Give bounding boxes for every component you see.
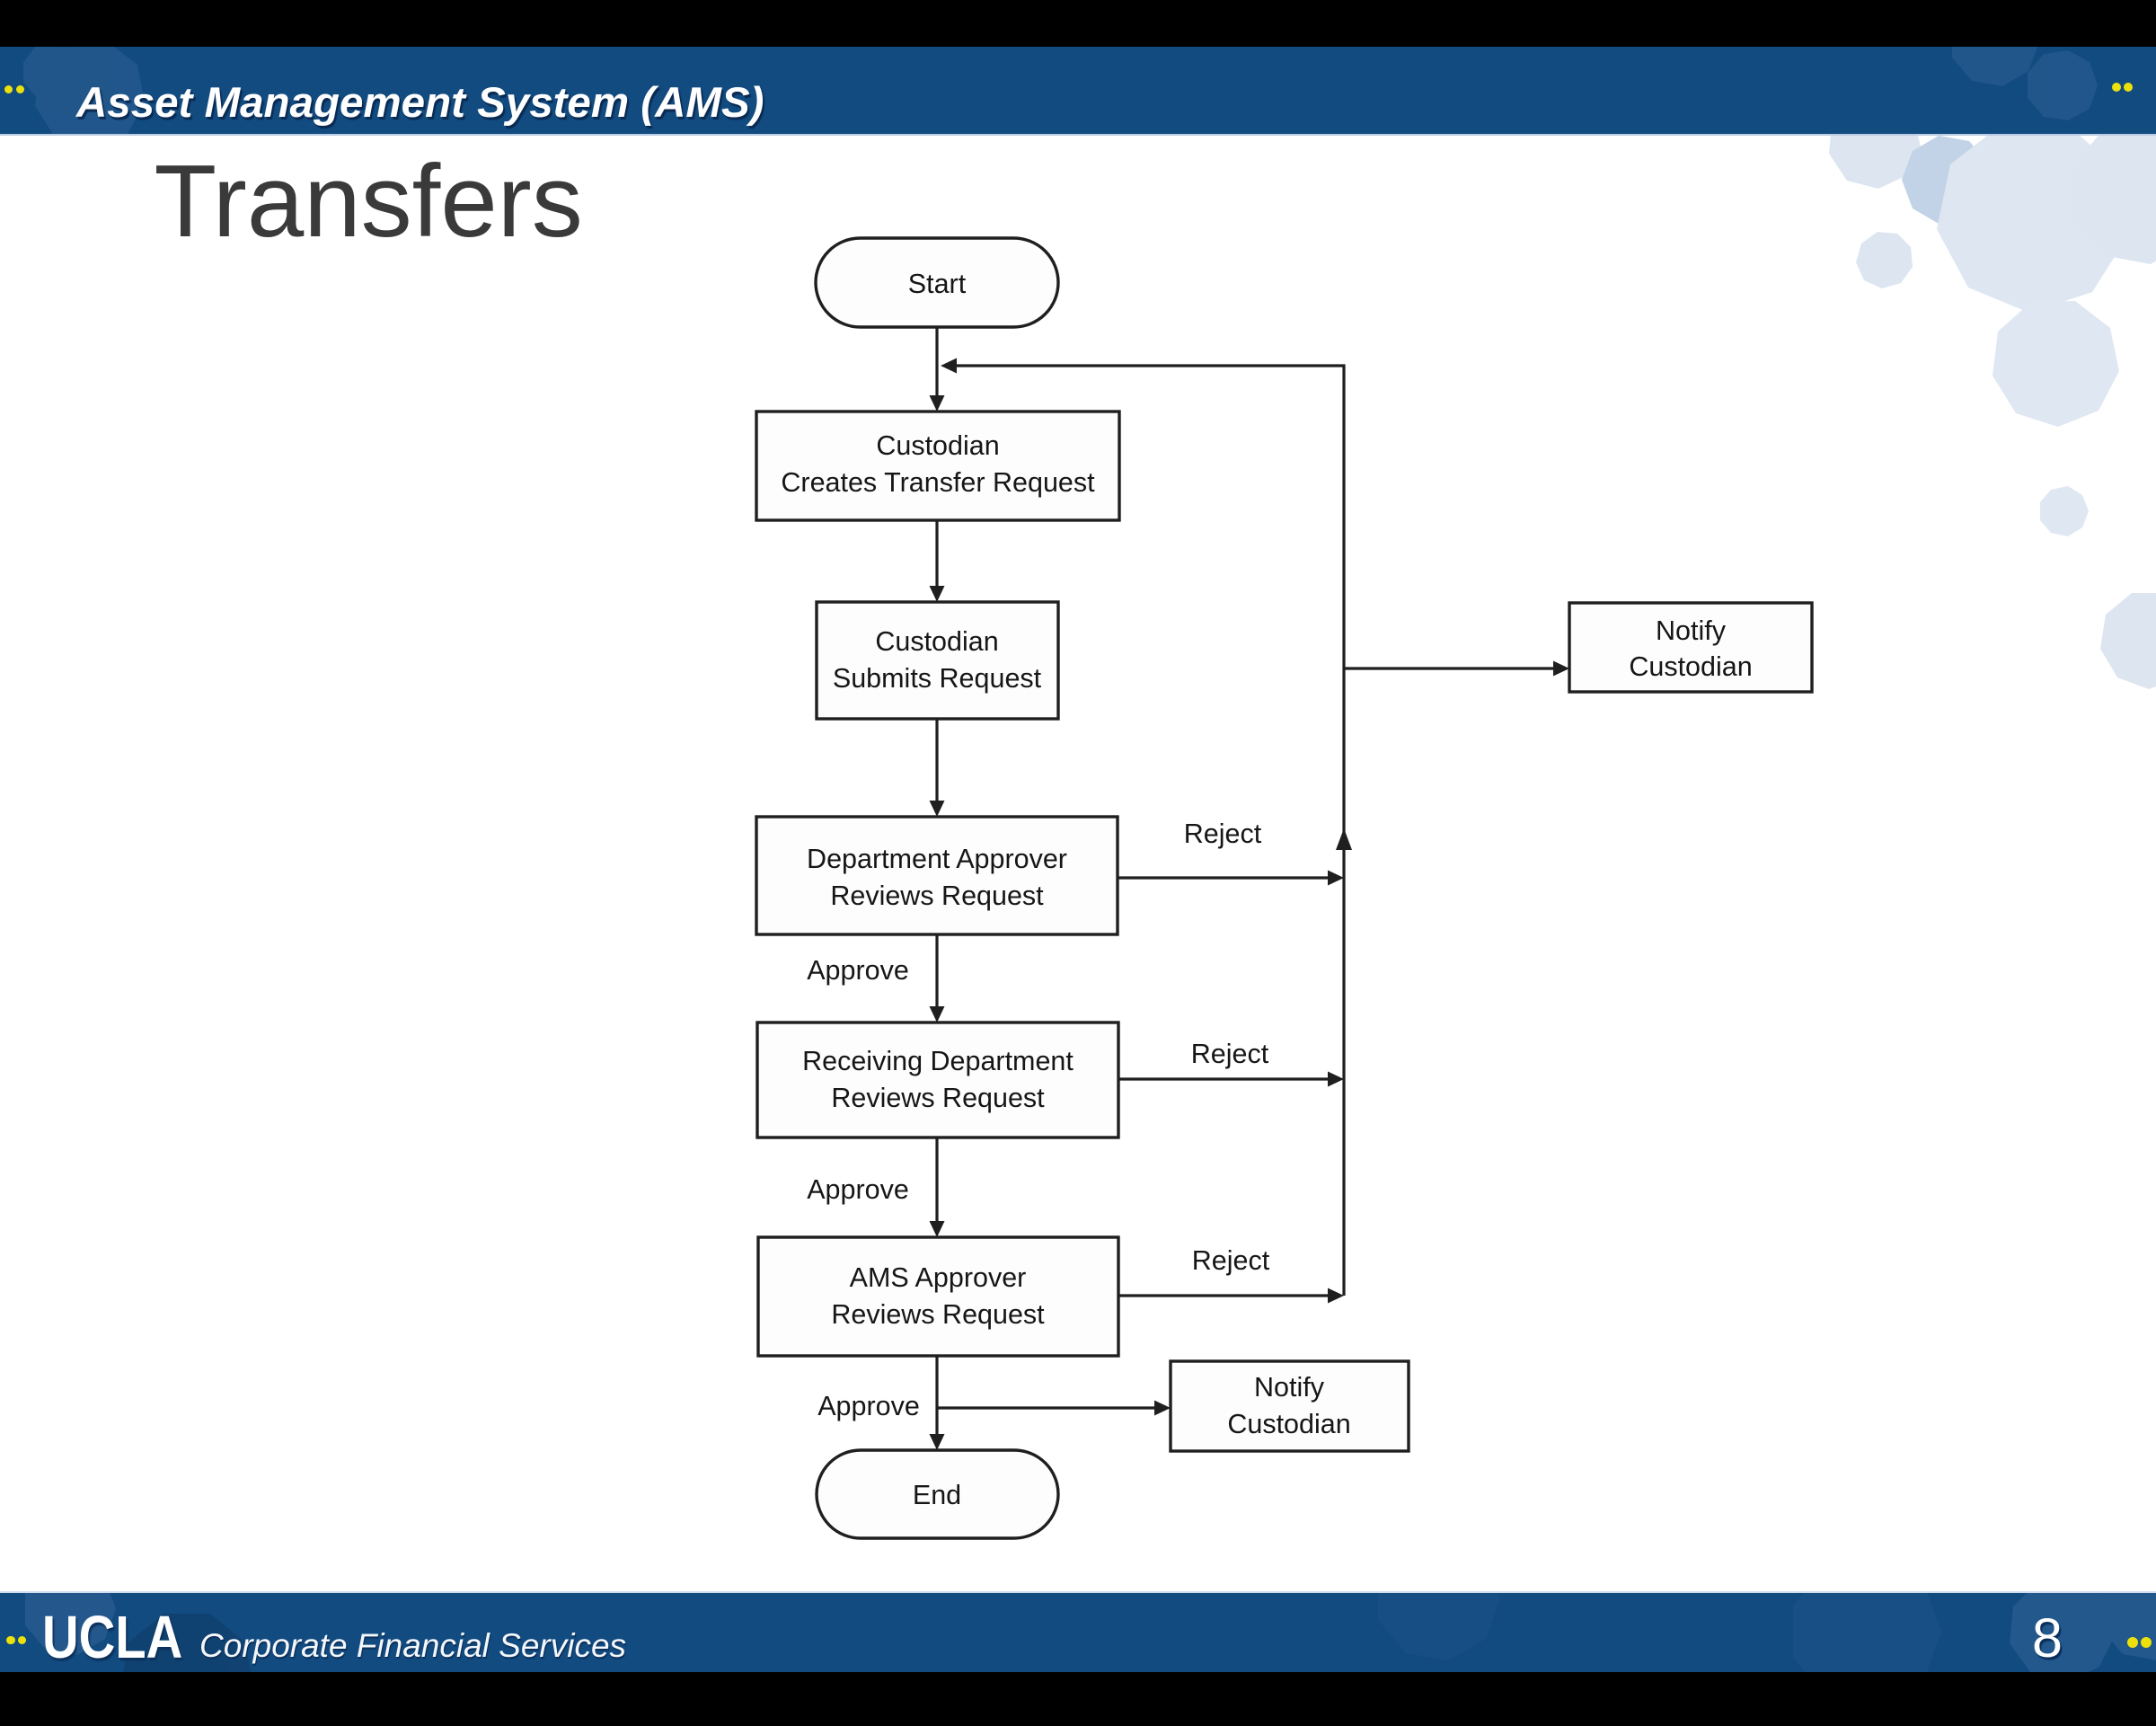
svg-text:Approve: Approve [807,955,909,986]
svg-text:Reviews Request: Reviews Request [831,1299,1045,1330]
svg-text:End: End [913,1480,961,1510]
svg-text:Start: Start [908,269,967,299]
svg-text:Submits Request: Submits Request [833,663,1042,694]
svg-text:Receiving Department: Receiving Department [802,1046,1074,1076]
svg-text:Department Approver: Department Approver [807,844,1067,874]
svg-text:Approve: Approve [817,1391,920,1421]
svg-text:Creates Transfer Request: Creates Transfer Request [781,467,1095,498]
svg-text:Reviews Request: Reviews Request [831,1083,1045,1113]
svg-text:Reject: Reject [1192,1245,1270,1276]
svg-text:Notify: Notify [1656,615,1727,646]
svg-text:Notify: Notify [1254,1372,1325,1403]
svg-text:Reject: Reject [1191,1039,1269,1069]
svg-text:Reviews Request: Reviews Request [830,881,1044,911]
svg-text:Custodian: Custodian [1629,651,1752,682]
svg-text:Custodian: Custodian [876,430,999,461]
svg-text:Reject: Reject [1184,819,1262,849]
svg-text:Custodian: Custodian [875,626,998,657]
svg-text:AMS Approver: AMS Approver [850,1262,1027,1293]
svg-text:Custodian: Custodian [1227,1409,1350,1439]
svg-text:Approve: Approve [807,1174,909,1205]
